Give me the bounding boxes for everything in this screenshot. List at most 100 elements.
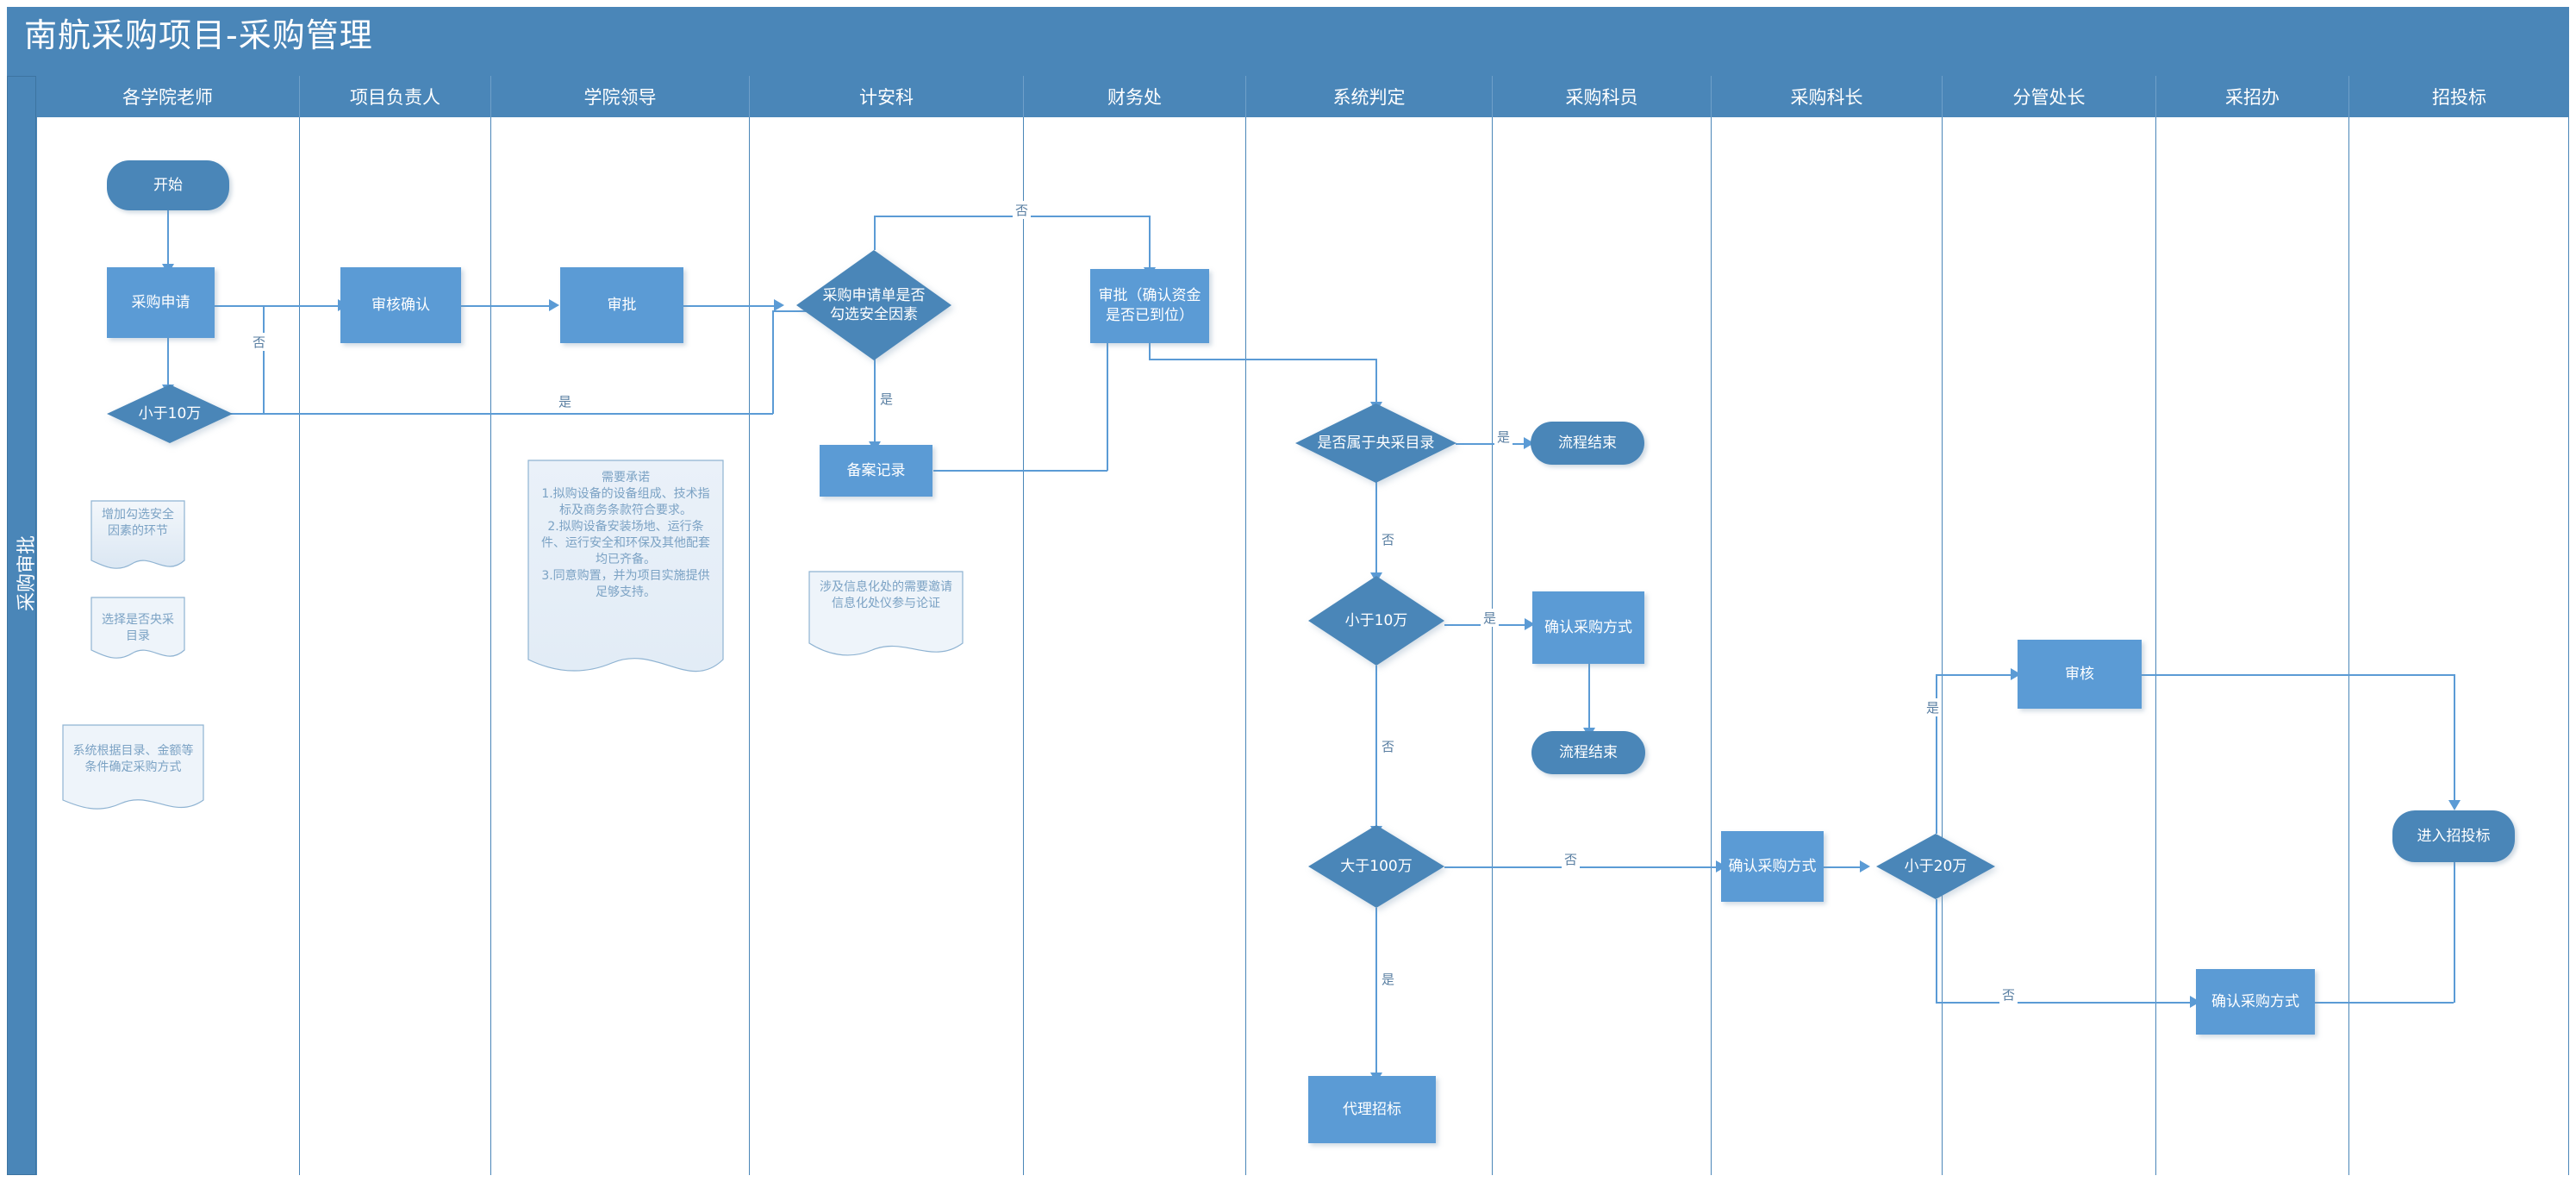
- note-commitment: 需要承诺 1.拟购设备的设备组成、技术指标及商务条款符合要求。 2.拟购设备安装…: [527, 460, 724, 694]
- node-confirm-method-3[interactable]: 确认采购方式: [2196, 969, 2315, 1035]
- node-label: 小于10万: [138, 405, 202, 422]
- edge-label-yes-5: 是: [1379, 970, 1398, 988]
- arrowhead: [549, 299, 559, 311]
- lane-header-5: 系统判定: [1246, 76, 1493, 117]
- edge-d6-no-down: [1936, 899, 1937, 1003]
- node-safety-factor-decision[interactable]: 采购申请单是否勾选安全因素: [796, 250, 951, 360]
- edge-d3-no: [1375, 481, 1377, 576]
- edge-d1-yes-up: [772, 310, 774, 414]
- edge-audit-down: [2454, 674, 2455, 804]
- edge-d1-yes-into-d2: [772, 310, 820, 312]
- title-bar: [7, 7, 2569, 76]
- edge-d4-no: [1375, 666, 1377, 829]
- node-label: 采购申请单是否勾选安全因素: [822, 287, 926, 323]
- edge-filing-up: [1107, 305, 1108, 471]
- node-process-end-1[interactable]: 流程结束: [1531, 422, 1644, 465]
- node-purchase-request[interactable]: 采购申请: [107, 267, 215, 338]
- edge-d3-yes: [1456, 443, 1526, 445]
- edge-request-to-d1: [167, 338, 169, 388]
- note-text: 系统根据目录、金额等条件确定采购方式: [72, 744, 194, 774]
- edge-label-yes-6: 是: [1924, 698, 1943, 716]
- arrowhead: [2448, 800, 2461, 810]
- edge-label-no-4: 否: [1379, 737, 1398, 755]
- edge-d6-yes-up: [1936, 674, 1937, 834]
- node-less-than-100k-1[interactable]: 小于10万: [107, 385, 233, 443]
- edge-label-no-1: 否: [250, 333, 269, 351]
- edge-no1-vert: [263, 305, 265, 413]
- edge-review-to-approval: [461, 305, 552, 307]
- note-informatization: 涉及信息化处的需要邀请信息化处仪参与论证: [808, 571, 964, 666]
- edge-d2-no-down: [1149, 216, 1151, 269]
- node-label: 大于100万: [1340, 858, 1413, 875]
- arrowhead: [774, 299, 784, 311]
- edge-d2-no-h: [874, 216, 1150, 217]
- lane-header-7: 采购科长: [1712, 76, 1943, 117]
- edge-filing-right: [933, 470, 1107, 472]
- lane-header-0: 各学院老师: [36, 76, 300, 117]
- edge-no1-to-review: [263, 305, 340, 307]
- edge-cm3-up: [2454, 862, 2455, 1003]
- lane-header-3: 计安科: [750, 76, 1024, 117]
- node-enter-bidding[interactable]: 进入招投标: [2392, 810, 2515, 862]
- edge-finance-to-d3: [1375, 359, 1377, 406]
- lane-header-1: 项目负责人: [300, 76, 491, 117]
- edge-label-no-2: 否: [1013, 201, 1032, 219]
- node-approval-college[interactable]: 审批: [560, 267, 683, 343]
- edge-label-yes-2: 是: [877, 390, 896, 408]
- edge-cm2-to-d6: [1824, 866, 1862, 868]
- node-central-catalog-decision[interactable]: 是否属于央采目录: [1295, 403, 1456, 483]
- edge-d2-top: [874, 216, 876, 250]
- note-text: 需要承诺 1.拟购设备的设备组成、技术指标及商务条款符合要求。 2.拟购设备安装…: [541, 471, 710, 599]
- node-less-than-100k-2[interactable]: 小于10万: [1308, 576, 1444, 666]
- node-process-end-2[interactable]: 流程结束: [1531, 731, 1645, 774]
- edge-finance-right: [1149, 359, 1377, 360]
- edge-label-yes-4: 是: [1481, 609, 1500, 627]
- edge-request-right: [213, 305, 263, 307]
- lane-header-4: 财务处: [1024, 76, 1246, 117]
- edge-d1-yes-long: [213, 413, 773, 415]
- node-agency-bidding[interactable]: 代理招标: [1308, 1076, 1436, 1143]
- lane-header-8: 分管处长: [1943, 76, 2156, 117]
- lane-body-7: [1712, 117, 1943, 1175]
- edge-d6-yes-h: [1936, 674, 2013, 676]
- node-review-confirm[interactable]: 审核确认: [340, 267, 461, 343]
- edge-start-to-request: [167, 210, 169, 267]
- phase-label: 采购审批: [16, 535, 38, 612]
- lane-header-6: 采购科员: [1493, 76, 1712, 117]
- edge-d5-no: [1444, 866, 1718, 868]
- edge-finance-down: [1149, 342, 1151, 360]
- edge-label-no-3: 否: [1379, 530, 1398, 548]
- edge-cm3-right: [2252, 1002, 2454, 1004]
- node-label: 是否属于央采目录: [1317, 435, 1435, 452]
- node-less-than-200k[interactable]: 小于20万: [1876, 834, 1995, 899]
- edge-label-no-5: 否: [1562, 850, 1581, 868]
- node-confirm-method-2[interactable]: 确认采购方式: [1721, 831, 1824, 902]
- edge-label-yes-1: 是: [556, 392, 575, 410]
- edge-d6-no-h: [1936, 1002, 2192, 1004]
- node-label: 小于20万: [1904, 858, 1968, 875]
- node-confirm-method-1[interactable]: 确认采购方式: [1532, 591, 1644, 664]
- phase-band: 采购审批: [7, 76, 38, 1175]
- note-system-rule: 系统根据目录、金额等条件确定采购方式: [62, 724, 204, 819]
- edge-label-yes-3: 是: [1494, 428, 1513, 446]
- note-text: 增加勾选安全因素的环节: [102, 508, 174, 538]
- node-greater-than-1m[interactable]: 大于100万: [1308, 825, 1444, 908]
- page-title: 南航采购项目-采购管理: [24, 16, 373, 54]
- note-text: 选择是否央采目录: [102, 613, 174, 643]
- edge-approval-to-d2: [683, 305, 777, 307]
- lane-header-10: 招投标: [2349, 76, 2569, 117]
- edge-d2-yes: [874, 359, 876, 445]
- note-text: 涉及信息化处的需要邀请信息化处仪参与论证: [820, 580, 952, 610]
- edge-d5-yes: [1375, 908, 1377, 1076]
- arrowhead: [1860, 860, 1870, 872]
- node-audit[interactable]: 审核: [2018, 640, 2142, 709]
- edge-audit-right: [2142, 674, 2454, 676]
- node-finance-approval[interactable]: 审批（确认资金是否已到位）: [1090, 269, 1209, 343]
- node-record-filing[interactable]: 备案记录: [820, 445, 932, 497]
- lane-header-9: 采招办: [2156, 76, 2349, 117]
- lane-header-2: 学院领导: [491, 76, 750, 117]
- lane-body-10: [2349, 117, 2569, 1175]
- node-start[interactable]: 开始: [107, 160, 229, 210]
- note-catalog: 选择是否央采目录: [90, 597, 185, 666]
